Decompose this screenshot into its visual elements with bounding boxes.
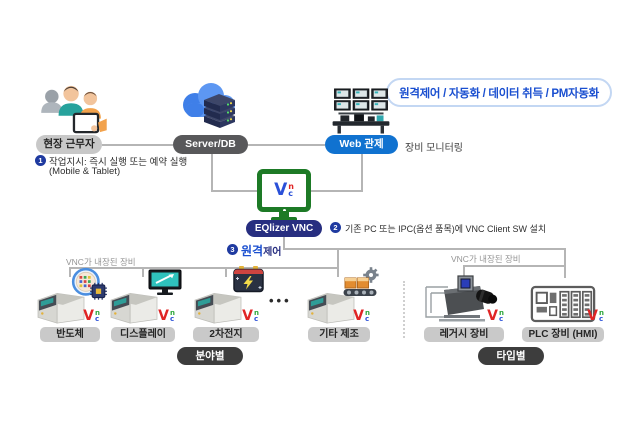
connector-line	[337, 248, 339, 277]
connector-line	[69, 267, 339, 269]
connector-line	[361, 154, 363, 192]
cloud-server-icon	[178, 80, 244, 134]
step-3-strong: 원격	[241, 244, 264, 258]
connector-line	[211, 190, 258, 192]
monitor-base	[271, 217, 297, 222]
right-bracket-label: VNC가 내장된 장비	[451, 254, 521, 264]
solution-title-box: 원격제어 / 자동화 / 데이터 취득 / PM자동화	[386, 78, 612, 107]
connector-line	[142, 267, 144, 277]
step-2-badge: 2	[330, 222, 341, 233]
node-web-control: Web 관제	[325, 135, 398, 154]
step-1-badge: 1	[35, 155, 46, 166]
device-label: PLC 장비 (HMI)	[522, 327, 604, 342]
connector-line	[248, 144, 325, 146]
connector-line	[211, 154, 213, 192]
solution-title-text: 원격제어 / 자동화 / 데이터 취득 / PM자동화	[399, 87, 599, 100]
connector-line	[102, 144, 173, 146]
connector-line	[463, 265, 566, 267]
left-bracket-label: VNC가 내장된 장비	[66, 257, 136, 267]
connector-line	[463, 265, 465, 278]
connector-line	[69, 267, 71, 277]
battery-icon	[231, 263, 267, 299]
group-label-by-field: 분야별	[177, 347, 243, 365]
device-label: 디스플레이	[111, 327, 175, 342]
plc-panel-icon	[530, 284, 596, 324]
step-3-text: 원격 제어	[241, 242, 282, 259]
connector-line	[283, 237, 285, 250]
display-monitor-icon	[147, 265, 183, 301]
device-label: 기타 제조	[308, 327, 370, 342]
step-2-text: 기존 PC 또는 IPC(옵션 품목)에 VNC Client SW 설치	[345, 224, 547, 234]
connector-line	[310, 190, 363, 192]
web-control-note: 장비 모니터링	[405, 143, 463, 154]
field-worker-icon	[38, 84, 108, 136]
control-room-icon	[330, 88, 392, 135]
node-server-db: Server/DB	[173, 135, 248, 154]
step-1-text: 작업지시: 즉시 실행 또는 예약 실행	[49, 157, 188, 168]
connector-line	[564, 248, 566, 278]
device-label: 반도체	[40, 327, 100, 342]
connector-line	[225, 267, 227, 277]
step-1-text-2: (Mobile & Tablet)	[49, 166, 121, 177]
monitor-stand	[279, 211, 289, 218]
connector-line	[283, 248, 566, 250]
node-field-worker: 현장 근무자	[36, 135, 102, 154]
group-divider	[403, 281, 405, 338]
step-3-badge: 3	[227, 244, 238, 255]
ellipsis: •••	[269, 293, 292, 308]
node-eqlizer-vnc: EQlizer VNC	[246, 220, 322, 237]
device-label: 레거시 장비	[424, 327, 504, 342]
group-label-by-type: 타입별	[478, 347, 544, 365]
step-3-rest: 제어	[263, 247, 282, 258]
semiconductor-wafer-icon	[70, 267, 108, 305]
device-label: 2차전지	[193, 327, 259, 342]
conveyor-gear-icon	[342, 265, 380, 301]
